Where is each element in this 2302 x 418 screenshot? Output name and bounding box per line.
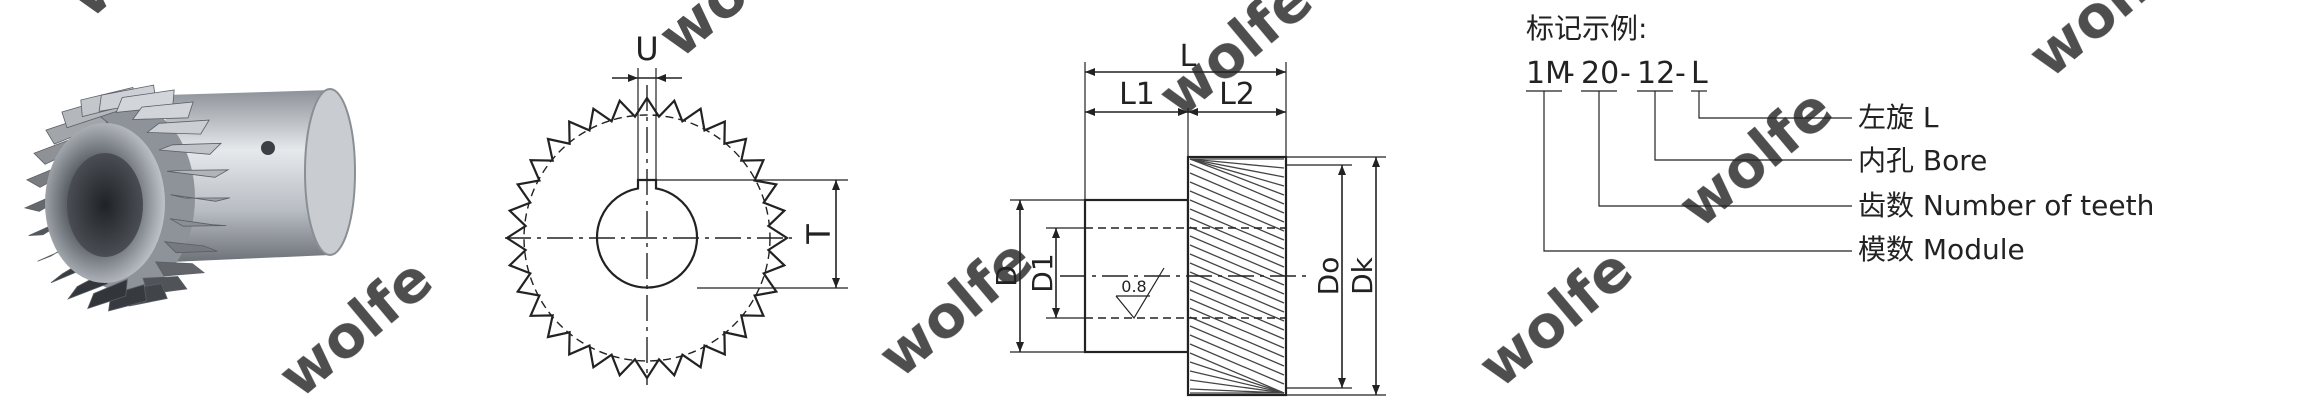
helix-line	[1189, 199, 1285, 241]
label-l2: L2	[1219, 77, 1255, 112]
helix-line	[1189, 316, 1285, 358]
helix-line	[1189, 325, 1285, 367]
code-module: 1M	[1526, 56, 1571, 91]
helix-line	[1189, 388, 1285, 394]
code-hand: L	[1691, 56, 1708, 91]
gear-tooth-icon	[163, 241, 218, 254]
helix-line	[1189, 158, 1285, 187]
watermark-logo: wolfe	[1465, 234, 1645, 400]
helix-line	[1189, 190, 1285, 232]
code-dash-1: -	[1564, 56, 1575, 91]
label-do: Do	[1312, 257, 1345, 296]
watermark-logo: wolfe	[55, 0, 235, 31]
legend-item-module: 模数 Module	[1858, 233, 2025, 266]
helix-line	[1189, 158, 1285, 196]
helix-line	[1189, 163, 1285, 205]
helix-line	[1189, 253, 1285, 295]
helix-lines	[1189, 158, 1285, 394]
set-screw-hole-icon	[261, 141, 275, 155]
helix-line	[1189, 271, 1285, 313]
label-u: U	[635, 30, 658, 68]
helix-line	[1189, 262, 1285, 304]
helix-line	[1189, 298, 1285, 340]
marking-example: 标记示例: 1M - 20 - 12 - L 左旋 L 内孔 Bore 齿数 N…	[1526, 12, 2154, 266]
helix-line	[1189, 158, 1285, 169]
bore-with-keyway	[595, 178, 699, 289]
label-t: T	[800, 224, 838, 245]
code-bore: 12	[1637, 56, 1675, 91]
legend-item-teeth: 齿数 Number of teeth	[1858, 189, 2154, 222]
code-dash-2: -	[1620, 56, 1631, 91]
gear-tooth-icon	[146, 119, 210, 135]
helix-line	[1189, 370, 1285, 394]
helix-line	[1189, 352, 1285, 394]
marking-title: 标记示例:	[1526, 12, 1647, 45]
gear-bore-icon	[67, 153, 143, 257]
helical-gear-photo	[23, 84, 356, 312]
helix-line	[1189, 334, 1285, 376]
code-teeth: 20	[1581, 56, 1619, 91]
side-view: 0.8 L L1 L2 D D1 Do Dk	[990, 39, 1386, 397]
code-dash-3: -	[1675, 56, 1686, 91]
watermark-logo: wolfe	[645, 0, 825, 71]
roughness-value: 0.8	[1121, 277, 1146, 296]
gear-tooth-icon	[108, 284, 147, 312]
label-l1: L1	[1119, 77, 1155, 112]
hub-end-icon	[304, 88, 356, 256]
helix-line	[1189, 226, 1285, 268]
gear-tooth-icon	[131, 101, 194, 120]
gear-tooth-icon	[158, 142, 223, 155]
legend-item-bore: 内孔 Bore	[1858, 144, 1987, 177]
watermark-logo: wolfe	[865, 224, 1045, 390]
front-view: U T	[504, 30, 848, 385]
label-d1: D1	[1026, 253, 1059, 292]
gear-tooth-icon	[170, 194, 230, 202]
label-dk: Dk	[1346, 256, 1379, 295]
helix-line	[1189, 307, 1285, 349]
helix-line	[1189, 244, 1285, 286]
watermark-logo: wolfe	[1665, 74, 1845, 240]
helix-line	[1189, 181, 1285, 223]
helix-line	[1189, 343, 1285, 385]
roughness-symbol-icon: 0.8	[1115, 267, 1165, 320]
legend-item-hand: 左旋 L	[1858, 101, 1939, 134]
watermark-logo: wolfe	[2015, 0, 2195, 91]
gear-tooth-icon	[87, 278, 128, 310]
helix-line	[1189, 235, 1285, 277]
label-d: D	[990, 265, 1023, 287]
helix-line	[1189, 217, 1285, 259]
gear-tooth-icon	[154, 261, 206, 277]
watermark-logo: wolfe	[265, 244, 445, 410]
label-l: L	[1180, 39, 1197, 74]
helix-line	[1189, 280, 1285, 322]
helix-line	[1189, 379, 1285, 394]
gear-tooth-icon	[166, 169, 230, 178]
helix-line	[1189, 158, 1285, 178]
marking-code: 1M - 20 - 12 - L	[1526, 56, 1708, 91]
helix-line	[1189, 289, 1285, 331]
helix-line	[1189, 361, 1285, 394]
helix-line	[1189, 172, 1285, 214]
gear-tooth-icon	[169, 218, 227, 227]
helix-line	[1189, 208, 1285, 250]
